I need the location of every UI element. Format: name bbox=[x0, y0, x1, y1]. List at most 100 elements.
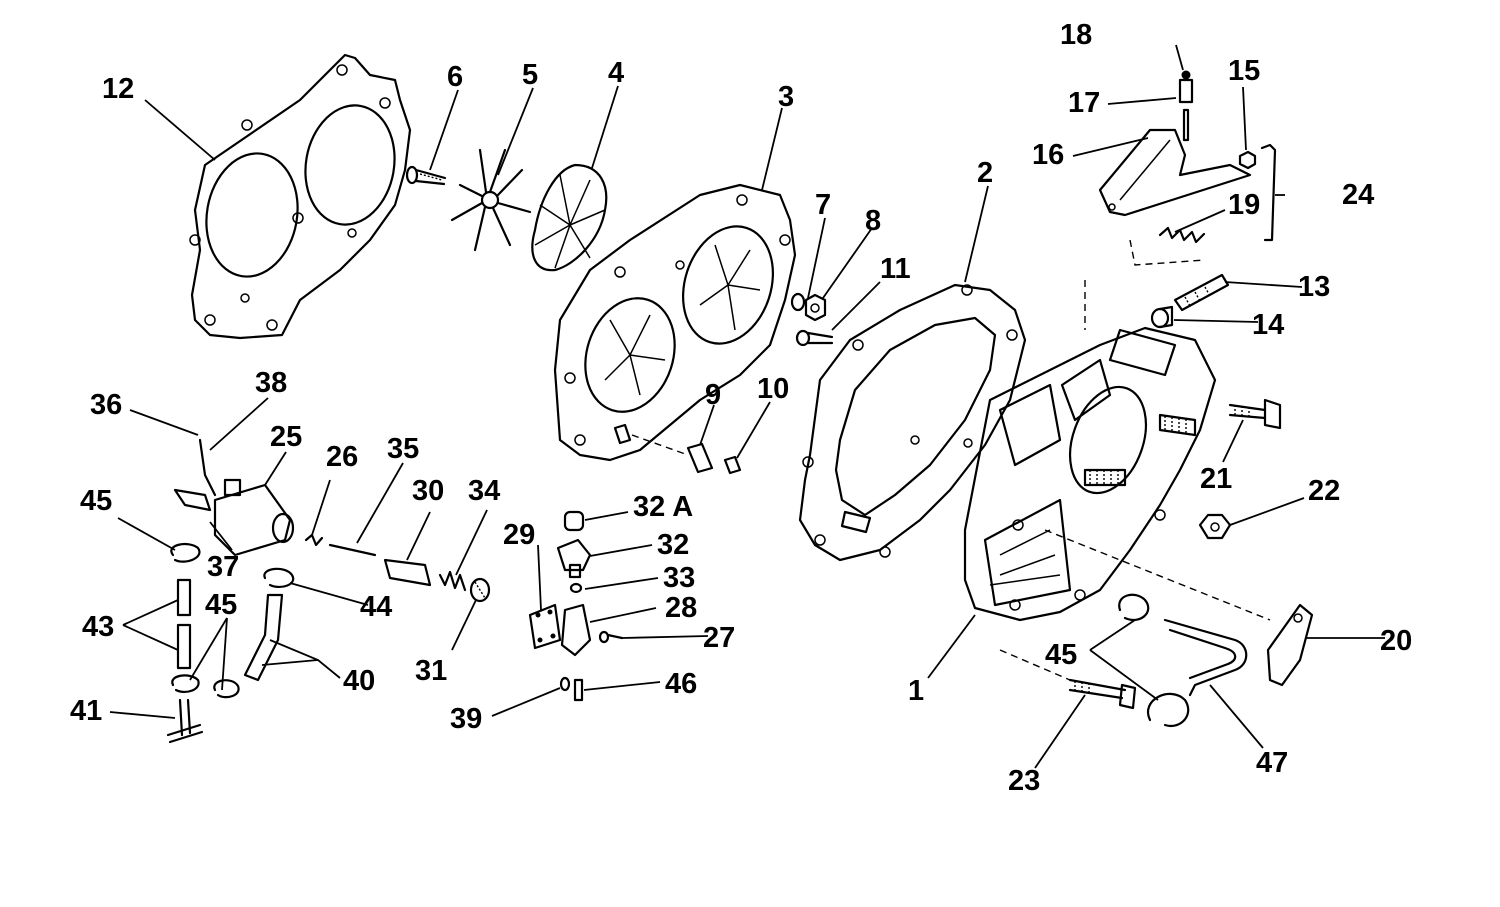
callout-39: 39 bbox=[450, 703, 482, 735]
part-20-clip bbox=[1044, 529, 1314, 687]
callout-10: 10 bbox=[757, 373, 789, 405]
callout-24: 24 bbox=[1342, 179, 1374, 211]
callout-11: 11 bbox=[880, 253, 911, 285]
callout-29: 29 bbox=[503, 519, 535, 551]
callout-35: 35 bbox=[387, 433, 419, 465]
part-23-bolt bbox=[999, 649, 1137, 710]
part-41-tee bbox=[166, 698, 204, 744]
callout-17: 17 bbox=[1068, 87, 1100, 119]
part-26-spring bbox=[304, 533, 324, 547]
part-35-rod bbox=[328, 543, 377, 557]
callout-44: 44 bbox=[360, 591, 392, 623]
callout-41: 41 bbox=[70, 695, 102, 727]
callout-7: 7 bbox=[815, 189, 831, 221]
part-45-clamp-left-lower bbox=[171, 674, 240, 699]
part-32a-cap bbox=[563, 510, 585, 532]
callout-18: 18 bbox=[1060, 19, 1092, 51]
callout-22: 22 bbox=[1308, 475, 1340, 507]
callout-47: 47 bbox=[1256, 747, 1288, 779]
part-40-hose bbox=[243, 593, 284, 682]
part-31-seal bbox=[469, 577, 491, 603]
part-2-gasket bbox=[798, 283, 1027, 562]
part-9-pin bbox=[613, 423, 714, 474]
part-21-bolt bbox=[1228, 398, 1282, 430]
part-32-valve bbox=[556, 538, 592, 579]
part-30-plunger bbox=[383, 558, 432, 587]
callout-46: 46 bbox=[665, 668, 697, 700]
part-45-clamp-right-upper bbox=[1118, 593, 1150, 621]
callout-21: 21 bbox=[1200, 463, 1232, 495]
part-7-washer bbox=[790, 292, 806, 312]
part-28-housing bbox=[560, 603, 592, 657]
part-27-screw bbox=[598, 630, 624, 644]
callout-31: 31 bbox=[415, 655, 447, 687]
callout-20: 20 bbox=[1380, 625, 1412, 657]
callout-36: 36 bbox=[90, 389, 122, 421]
callout-26: 26 bbox=[326, 441, 358, 473]
part-5-star-valve bbox=[450, 148, 532, 252]
part-11-screw bbox=[795, 329, 834, 347]
part-12-gasket bbox=[189, 53, 412, 340]
part-43-hose bbox=[176, 578, 192, 670]
callout-30: 30 bbox=[412, 475, 444, 507]
callout-15: 15 bbox=[1228, 55, 1260, 87]
callout-1: 1 bbox=[908, 675, 924, 707]
part-15-nut bbox=[1238, 150, 1257, 170]
part-17-sleeve bbox=[1178, 78, 1194, 142]
callout-3: 3 bbox=[778, 81, 794, 113]
part-37-plug bbox=[173, 488, 212, 512]
part-45-clamp-left-upper bbox=[170, 542, 201, 563]
callout-9: 9 bbox=[705, 379, 721, 411]
part-24-rod bbox=[1260, 143, 1277, 242]
callout-38: 38 bbox=[255, 367, 287, 399]
callout-5: 5 bbox=[522, 59, 538, 91]
callout-33: 33 bbox=[663, 562, 695, 594]
part-39-plug bbox=[559, 676, 571, 692]
callout-37: 37 bbox=[207, 551, 239, 583]
callout-12: 12 bbox=[102, 73, 134, 105]
callout-4: 4 bbox=[608, 57, 624, 89]
callout-2: 2 bbox=[977, 157, 993, 189]
callout-45-left-lower: 45 bbox=[205, 589, 237, 621]
callout-16: 16 bbox=[1032, 139, 1064, 171]
part-16-arm bbox=[1098, 128, 1252, 217]
callout-8: 8 bbox=[865, 205, 881, 237]
callout-13: 13 bbox=[1298, 271, 1330, 303]
callout-45-left-upper: 45 bbox=[80, 485, 112, 517]
callout-6: 6 bbox=[447, 61, 463, 93]
part-18-ball bbox=[1181, 70, 1191, 80]
callout-32: 32 bbox=[657, 529, 689, 561]
part-8-nut bbox=[804, 293, 827, 322]
part-1-pump-body bbox=[963, 280, 1217, 622]
part-36-wire bbox=[198, 438, 217, 497]
part-3-pump-plate bbox=[553, 183, 797, 462]
part-47-hose bbox=[1163, 618, 1248, 697]
callout-32a: 32 A bbox=[633, 491, 693, 523]
part-4-reed-valve bbox=[531, 163, 608, 272]
callout-34: 34 bbox=[468, 475, 500, 507]
callout-28: 28 bbox=[665, 592, 697, 624]
callout-25: 25 bbox=[270, 421, 302, 453]
callout-45-right: 45 bbox=[1045, 639, 1077, 671]
callout-27: 27 bbox=[703, 622, 735, 654]
part-10-fitting bbox=[723, 455, 742, 475]
callout-40: 40 bbox=[343, 665, 375, 697]
part-34-spring bbox=[438, 570, 467, 592]
part-22-nut bbox=[1198, 513, 1232, 540]
part-33-o-ring bbox=[569, 582, 583, 594]
part-29-gasket bbox=[528, 603, 562, 650]
part-45-clamp-right-lower bbox=[1146, 692, 1190, 728]
callout-19: 19 bbox=[1228, 189, 1260, 221]
callout-labels: 12 6 5 4 3 7 8 11 2 9 10 18 15 17 16 19 … bbox=[70, 19, 1412, 797]
callout-23: 23 bbox=[1008, 765, 1040, 797]
callout-14: 14 bbox=[1252, 309, 1284, 341]
part-13-fitting bbox=[1173, 273, 1230, 312]
part-19-spring bbox=[1129, 226, 1206, 266]
callout-43: 43 bbox=[82, 611, 114, 643]
leader-lines bbox=[109, 44, 1385, 769]
part-46-tube bbox=[573, 678, 584, 702]
part-14-bushing bbox=[1150, 305, 1174, 329]
part-44-clamp bbox=[263, 567, 295, 589]
part-6-screw bbox=[405, 165, 447, 186]
